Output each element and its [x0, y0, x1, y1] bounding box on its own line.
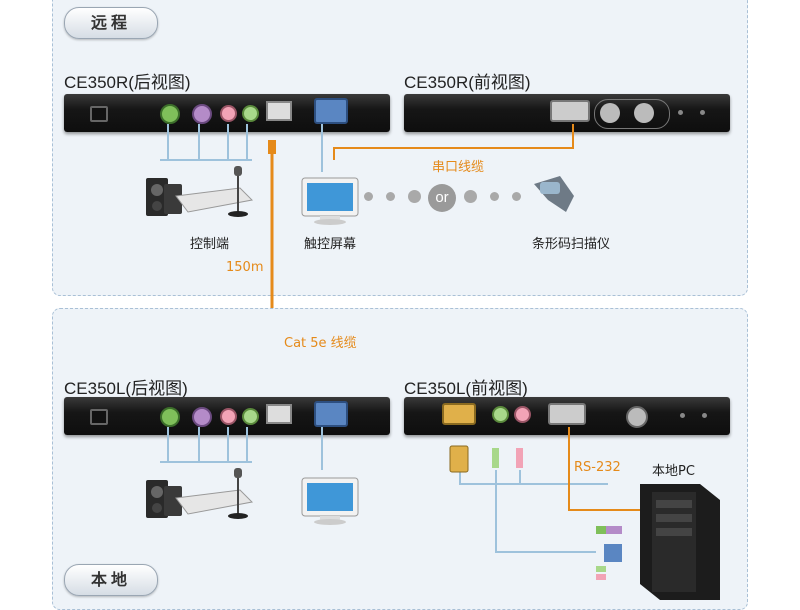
remote-console-devices	[146, 166, 254, 217]
ps2-keyboard-port	[160, 407, 180, 427]
pc-connectors	[596, 526, 622, 580]
ps2-mouse-port	[192, 407, 212, 427]
local-pc-label: 本地PC	[652, 464, 695, 479]
compensation-knob-left	[600, 103, 620, 123]
cat5e-cable-label: Cat 5e 线缆	[284, 336, 357, 351]
mic-port	[220, 408, 237, 425]
local-led	[702, 413, 707, 418]
vga-port	[314, 401, 348, 427]
rs232-label: RS-232	[574, 460, 621, 475]
power-port	[90, 409, 108, 425]
remote-front-title: CE350R(前视图)	[404, 73, 531, 92]
mic-port	[514, 406, 531, 423]
separator-dot	[490, 192, 499, 201]
serial-cable-label: 串口线缆	[432, 160, 485, 175]
remote-touchscreen	[301, 177, 359, 225]
picture-compensation-panel	[594, 99, 670, 129]
remote-rear-unit	[64, 94, 390, 132]
local-monitor	[301, 477, 359, 525]
touchscreen-label: 触控屏幕	[304, 237, 357, 252]
serial-port	[550, 100, 590, 122]
ps2-keyboard-port	[160, 104, 180, 124]
local-pc-tower	[640, 484, 720, 600]
link-led	[678, 110, 683, 115]
separator-dot	[364, 192, 373, 201]
local-front-title: CE350L(前视图)	[404, 379, 528, 398]
rs232-port	[548, 403, 586, 425]
local-front-unit	[404, 397, 730, 435]
power-port	[90, 106, 108, 122]
barcode-scanner-device	[534, 176, 574, 212]
rj45-port	[266, 101, 292, 121]
rj45-port	[266, 404, 292, 424]
remote-led	[680, 413, 685, 418]
speaker-port	[242, 408, 259, 425]
remote-rear-title: CE350R(后视图)	[64, 73, 191, 92]
separator-dot	[464, 190, 477, 203]
distance-label: 150m	[226, 260, 264, 275]
compensation-knob-right	[634, 103, 654, 123]
speaker-port	[242, 105, 259, 122]
vga-port	[314, 98, 348, 124]
local-rear-title: CE350L(后视图)	[64, 379, 188, 398]
separator-dot	[512, 192, 521, 201]
separator-dot	[386, 192, 395, 201]
auto-manual-knob	[626, 406, 648, 428]
ps2-mouse-port	[192, 104, 212, 124]
cpu-vga-port	[442, 403, 476, 425]
console-label: 控制端	[190, 237, 230, 252]
separator-dot	[408, 190, 421, 203]
speaker-port	[492, 406, 509, 423]
barcode-scanner-label: 条形码扫描仪	[532, 237, 611, 252]
remote-zone-label: 远程	[64, 7, 158, 39]
remote-front-unit	[404, 94, 730, 132]
local-zone-label: 本地	[64, 564, 158, 596]
remote-led	[700, 110, 705, 115]
or-badge: or	[428, 184, 456, 212]
mic-port	[220, 105, 237, 122]
local-console-devices	[146, 468, 254, 519]
